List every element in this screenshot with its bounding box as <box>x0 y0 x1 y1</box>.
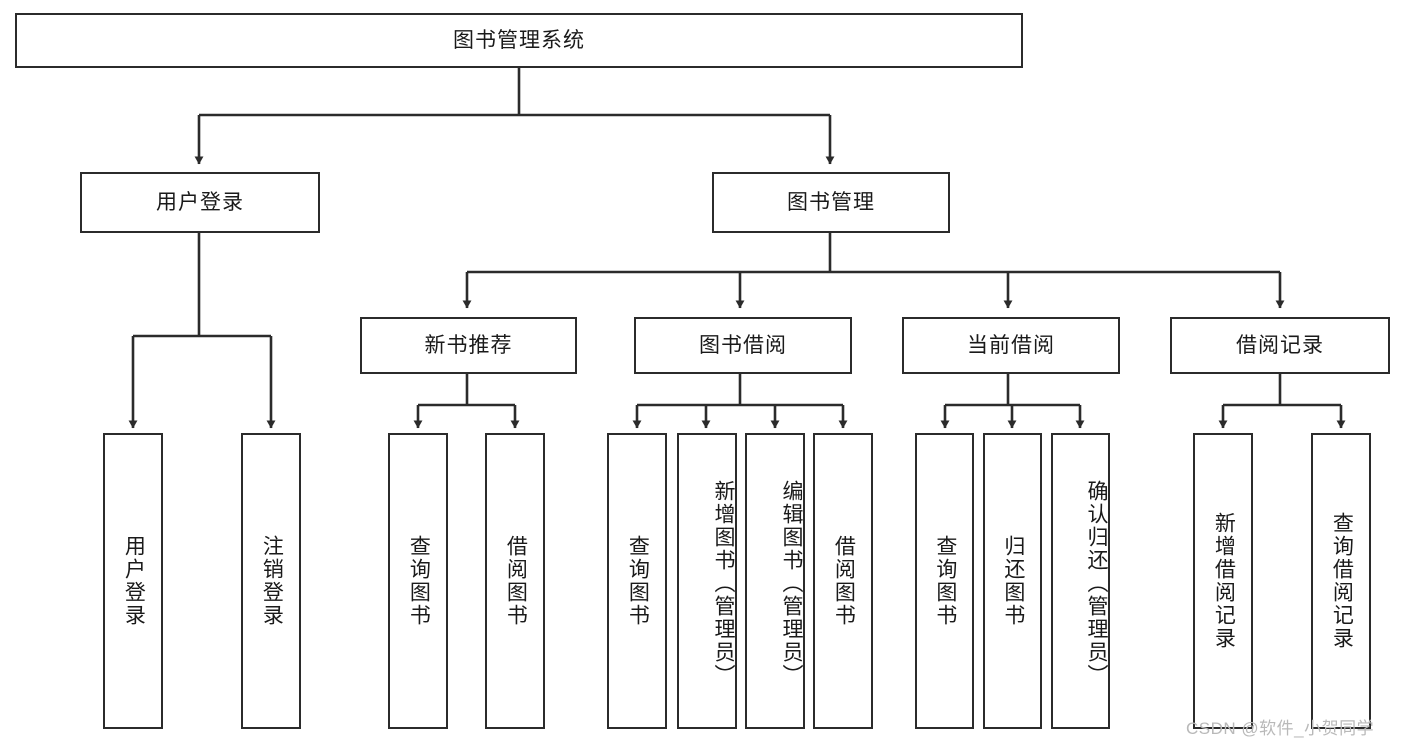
leaf-borrow-book-1[interactable]: 借阅图书 <box>485 433 545 729</box>
leaf-edit-book-admin-label: 编辑图书（管理员） <box>780 479 803 687</box>
leaf-query-borrow-record-label: 查询借阅记录 <box>1330 512 1354 650</box>
leaf-edit-book-admin[interactable]: 编辑图书（管理员） <box>745 433 805 729</box>
node-book-borrow[interactable]: 图书借阅 <box>634 317 852 374</box>
leaf-borrow-book-1-label: 借阅图书 <box>504 535 528 627</box>
leaf-add-borrow-record[interactable]: 新增借阅记录 <box>1193 433 1253 729</box>
csdn-watermark: CSDN @软件_小贺同学 <box>1186 719 1375 738</box>
node-current-borrow-label: 当前借阅 <box>967 333 1055 357</box>
leaf-borrow-book-2-label: 借阅图书 <box>832 535 856 627</box>
node-book-management[interactable]: 图书管理 <box>712 172 950 233</box>
leaf-user-login-label: 用户登录 <box>122 535 146 627</box>
node-new-book-recommend[interactable]: 新书推荐 <box>360 317 577 374</box>
leaf-return-book[interactable]: 归还图书 <box>983 433 1042 729</box>
leaf-add-book-admin-label: 新增图书（管理员） <box>712 479 735 687</box>
leaf-borrow-book-2[interactable]: 借阅图书 <box>813 433 873 729</box>
leaf-return-book-label: 归还图书 <box>1001 535 1025 627</box>
node-new-book-recommend-label: 新书推荐 <box>424 333 513 357</box>
leaf-query-book-3[interactable]: 查询图书 <box>915 433 974 729</box>
node-current-borrow[interactable]: 当前借阅 <box>902 317 1120 374</box>
node-borrow-record-label: 借阅记录 <box>1236 333 1324 357</box>
leaf-query-book-2[interactable]: 查询图书 <box>607 433 667 729</box>
node-book-borrow-label: 图书借阅 <box>699 333 787 357</box>
leaf-add-book-admin[interactable]: 新增图书（管理员） <box>677 433 737 729</box>
node-root-system[interactable]: 图书管理系统 <box>15 13 1023 68</box>
node-root-system-label: 图书管理系统 <box>453 28 585 52</box>
node-user-login-label: 用户登录 <box>156 190 244 214</box>
node-user-login[interactable]: 用户登录 <box>80 172 320 233</box>
leaf-query-book-2-label: 查询图书 <box>626 535 650 627</box>
leaf-confirm-return-admin-label: 确认归还（管理员） <box>1085 479 1108 687</box>
leaf-logout-label: 注销登录 <box>260 535 284 627</box>
leaf-query-book-3-label: 查询图书 <box>933 535 957 627</box>
leaf-user-login[interactable]: 用户登录 <box>103 433 163 729</box>
node-borrow-record[interactable]: 借阅记录 <box>1170 317 1390 374</box>
node-book-management-label: 图书管理 <box>787 190 875 214</box>
leaf-add-borrow-record-label: 新增借阅记录 <box>1212 512 1236 650</box>
leaf-logout[interactable]: 注销登录 <box>241 433 301 729</box>
leaf-query-book-1[interactable]: 查询图书 <box>388 433 448 729</box>
leaf-query-borrow-record[interactable]: 查询借阅记录 <box>1311 433 1371 729</box>
leaf-confirm-return-admin[interactable]: 确认归还（管理员） <box>1051 433 1110 729</box>
leaf-query-book-1-label: 查询图书 <box>407 535 431 627</box>
